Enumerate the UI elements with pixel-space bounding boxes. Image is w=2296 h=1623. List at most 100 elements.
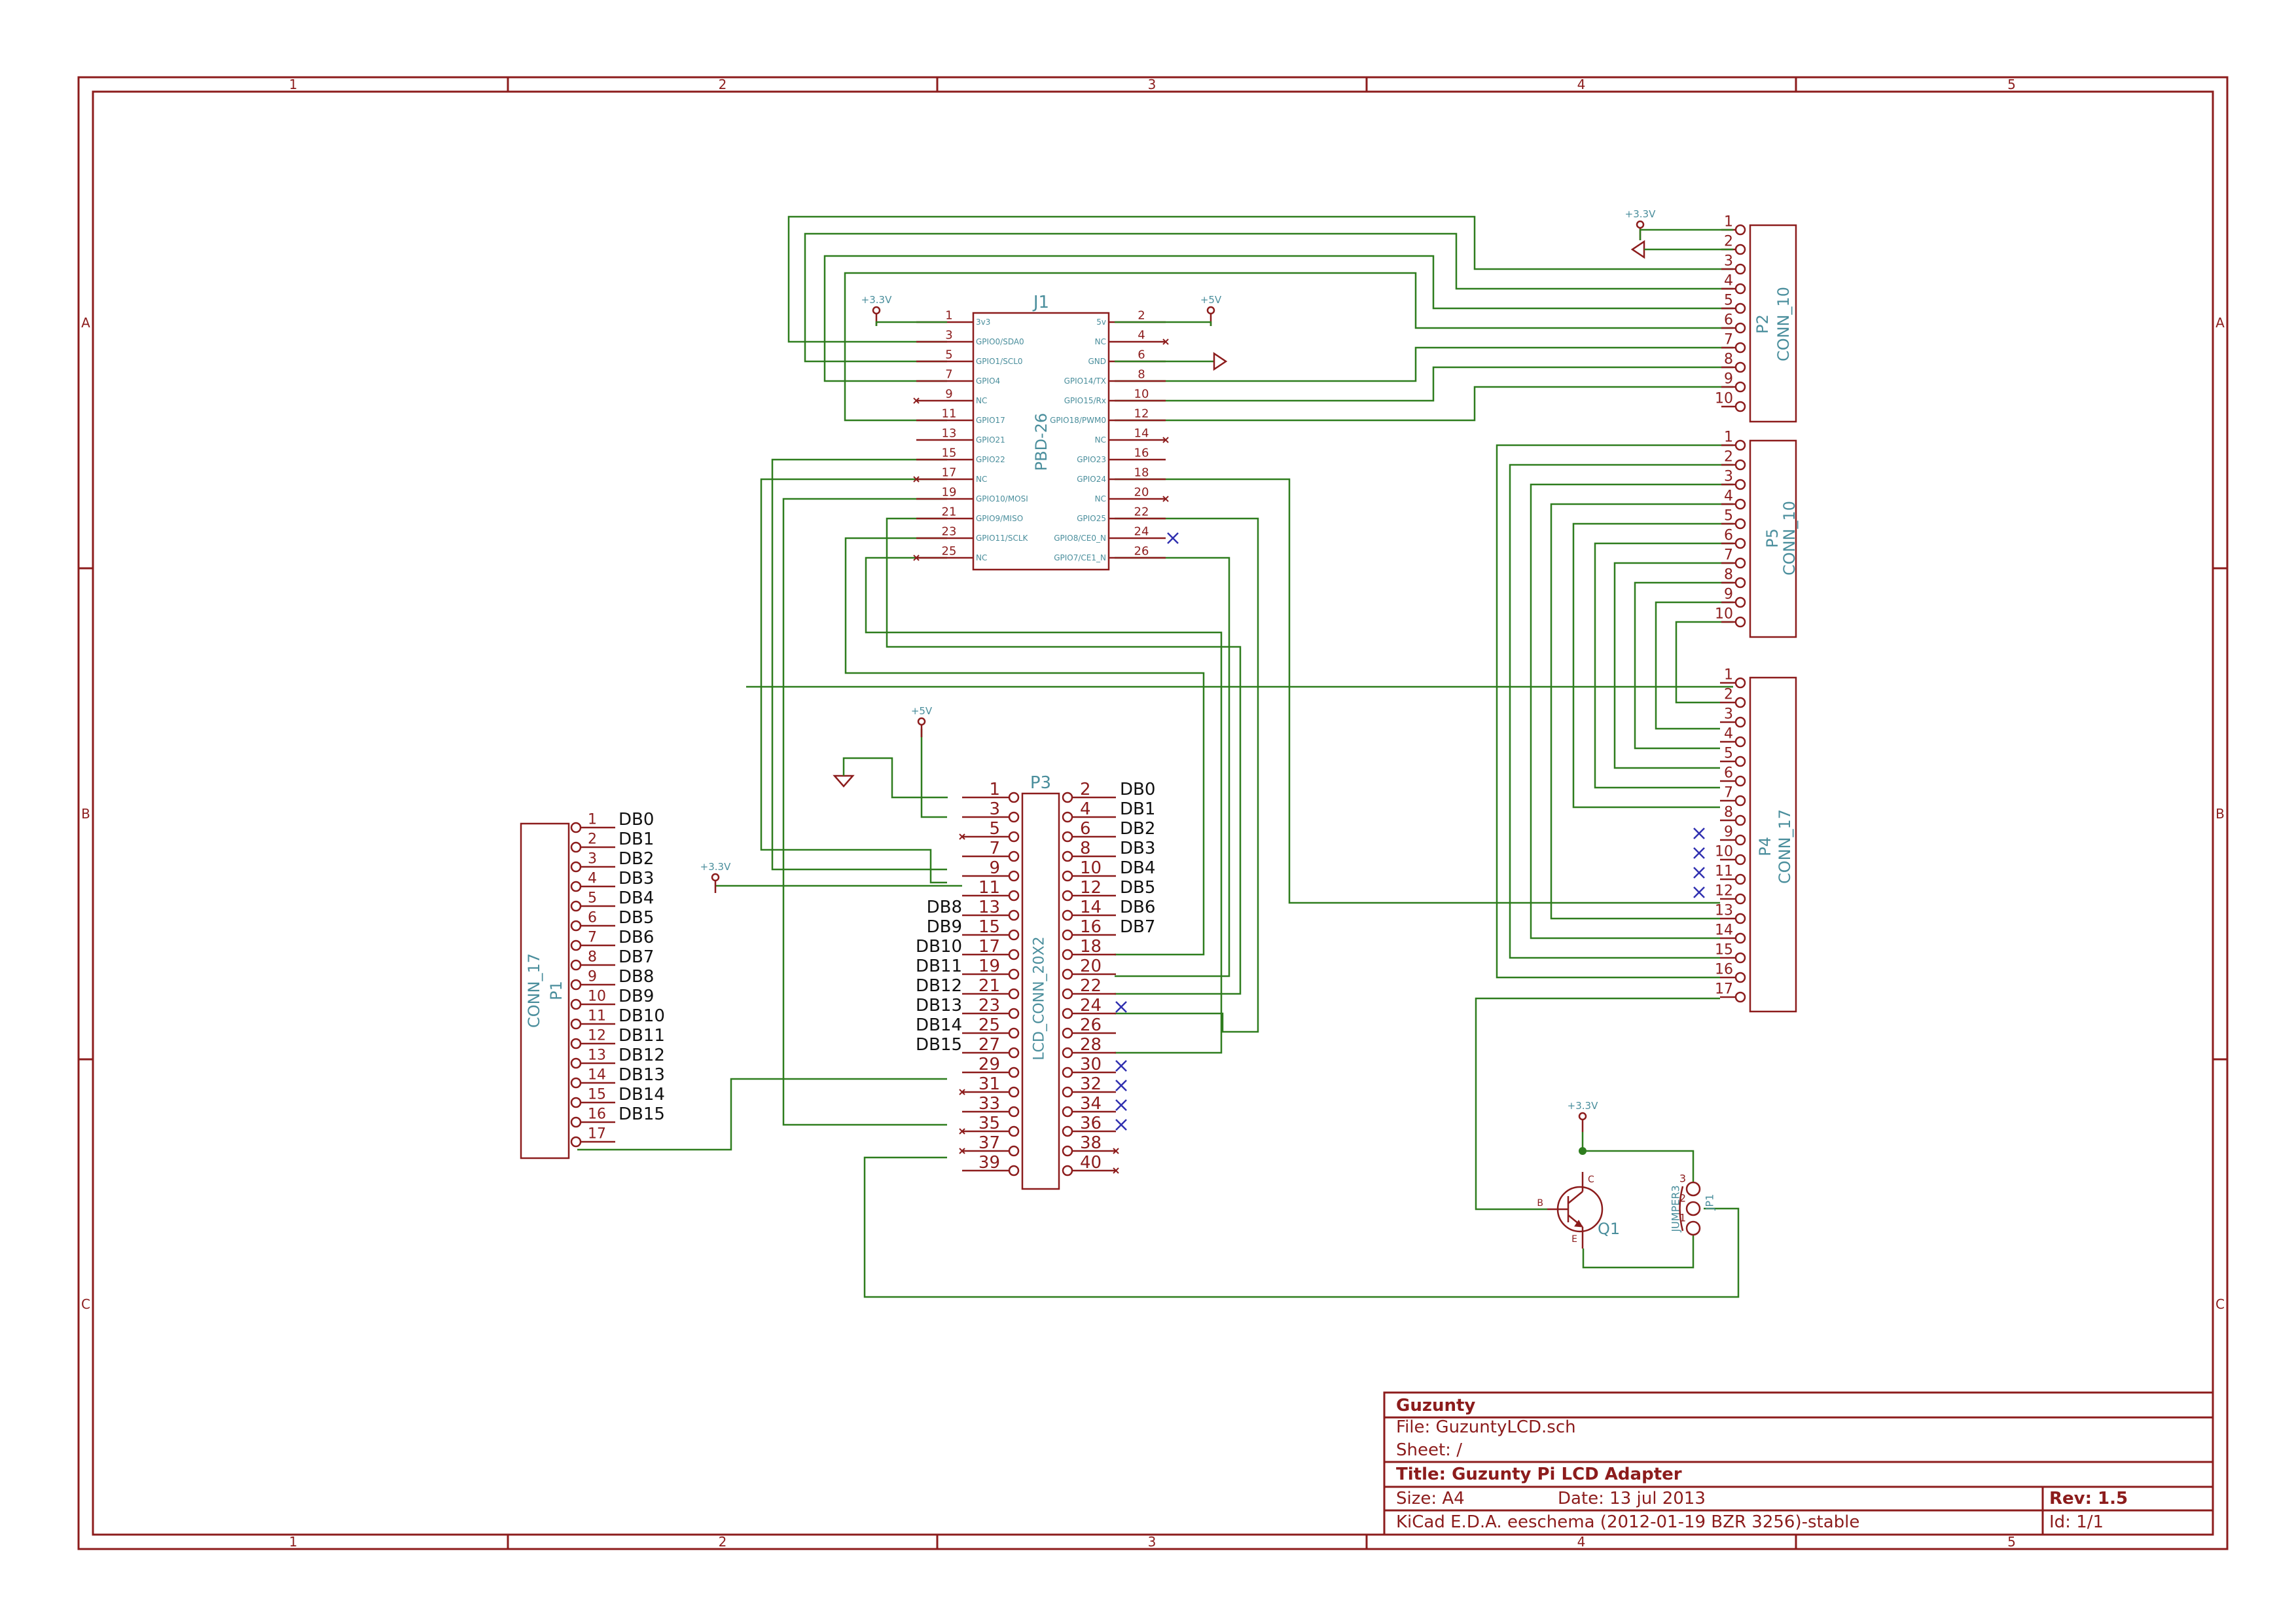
j1-pin-name: GPIO23 [1077,455,1106,464]
p4-pin-number: 6 [1724,765,1733,782]
p4-pin-number: 1 [1724,667,1733,684]
p1-pin-number: 17 [588,1126,606,1142]
power-wire [842,757,851,776]
p4-pin-circle [1734,716,1746,728]
p1-pin-number: 12 [588,1028,606,1044]
p1-pin-circle [570,1097,582,1108]
p3-body [1021,792,1060,1190]
p3-pin-number: 35 [978,1114,1000,1133]
zone-column-label: 3 [1148,1534,1157,1550]
p3-pin-circle [1062,1165,1073,1176]
p2-pin-number: 2 [1724,234,1733,250]
p2-pin-number: 6 [1724,312,1733,329]
title-block: Guzunty File: GuzuntyLCD.sch Sheet: / Ti… [1383,1391,2214,1536]
j1-pin-number: 3 [945,329,952,342]
p3-pin-number: 26 [1080,1015,1102,1035]
p3-pin-circle [1062,988,1073,1000]
p3-pin-number: 38 [1080,1133,1102,1153]
p3-net-label: DB1 [1120,799,1155,819]
p3-pin-circle [1008,949,1020,960]
jp1-pin-number: 3 [1679,1173,1686,1185]
power-label: +3.3V [861,294,892,306]
p3-net-label: DB10 [916,937,962,957]
power-symbol [1206,306,1215,315]
p4-pin-number: 16 [1715,962,1733,978]
q1-pin-b: B [1537,1198,1543,1209]
jp1-link [1679,1186,1684,1231]
p3-net-label: DB8 [927,898,962,917]
p5-pin-number: 3 [1724,469,1733,485]
p4-value: CONN_17 [1776,809,1794,884]
p3-pin-number: 34 [1080,1094,1102,1114]
p5-pin-circle [1734,596,1746,608]
p3-pin-number: 4 [1080,799,1091,819]
j1-value: PBD-26 [1032,413,1050,471]
p1-pin-number: 15 [588,1087,606,1103]
wire [863,1156,1740,1298]
p3-pin-number: 39 [978,1153,1000,1173]
j1-pin-number: 14 [1134,427,1149,441]
p3-pin-number: 19 [978,957,1000,976]
p1-pin-circle [570,1018,582,1030]
j1-pin-number: 25 [942,545,957,558]
wire [823,255,1733,382]
q1-reference: Q1 [1598,1220,1620,1238]
p3-pin-circle [1008,1027,1020,1039]
j1-pin-name: GPIO22 [976,455,1005,464]
j1-pin-number: 6 [1138,348,1145,362]
power-label: +3.3V [700,861,731,873]
p4-pin-circle [1734,854,1746,866]
p3-pin-circle [1008,1106,1020,1118]
unused-pin-mark [959,833,965,840]
p3-pin-number: 32 [1080,1074,1102,1094]
p2-pin-circle [1734,322,1746,334]
p2-value: CONN_10 [1774,287,1793,361]
p3-pin-circle [1062,1106,1073,1118]
power-symbol [1636,220,1645,229]
wire [1655,601,1733,730]
p1-value: CONN_17 [525,953,543,1028]
power-label: +5V [1200,294,1222,306]
p4-pin-number: 5 [1724,746,1733,762]
wire [782,498,947,1126]
j1-pin-number: 8 [1138,368,1145,382]
zone-row-label: C [81,1296,90,1312]
wire [844,537,1205,956]
zone-column-label: 2 [719,77,727,92]
p3-pin-number: 18 [1080,937,1102,957]
j1-pin-number: 18 [1134,466,1149,480]
p1-pin-number: 10 [588,989,606,1005]
p1-net-label: DB10 [619,1006,665,1026]
wire [577,1078,947,1151]
p1-pin-circle [570,881,582,892]
p3-pin-number: 3 [989,799,1000,819]
title-block-date: Date: 13 jul 2013 [1558,1489,1706,1508]
p5-reference: P5 [1763,528,1782,548]
no-connect-mark [1115,1119,1127,1131]
p4-pin-number: 7 [1724,785,1733,801]
p3-pin-number: 5 [989,819,1000,839]
p3-value: LCD_CONN_20X2 [1031,936,1048,1060]
p4-pin-number: 14 [1715,922,1733,939]
title-block-file: File: GuzuntyLCD.sch [1396,1417,1576,1437]
unused-pin-mark [913,476,920,483]
p3-pin-circle [1062,1145,1073,1157]
j1-pin-name: GPIO11/SCLK [976,534,1029,543]
p1-net-label: DB7 [619,947,654,967]
ground-symbol [1630,240,1645,259]
wire [1613,562,1733,769]
j1-pin-name: NC [976,396,987,405]
wire [851,757,948,799]
p4-pin-circle [1734,932,1746,944]
p4-reference: P4 [1756,837,1774,856]
p3-pin-circle [1062,909,1073,921]
title-block-id: Id: 1/1 [2049,1512,2104,1532]
q1-collector-lead [1568,1191,1583,1204]
no-connect-mark [1167,532,1179,544]
wire [1582,1228,1695,1269]
j1-pin-number: 26 [1134,545,1149,558]
wire [1115,386,1733,422]
no-connect-mark [1115,1080,1127,1091]
p1-pin-circle [570,841,582,853]
title-block-title: Title: Guzunty Pi LCD Adapter [1396,1465,1682,1484]
